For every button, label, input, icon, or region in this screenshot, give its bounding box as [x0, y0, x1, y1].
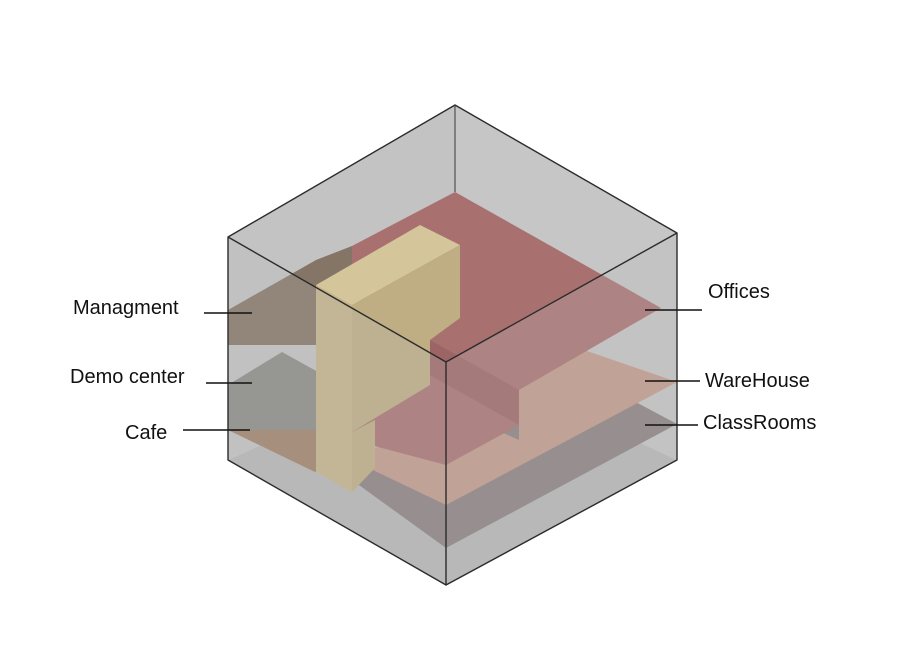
core-front [316, 285, 352, 492]
offices-step-riser [430, 340, 519, 425]
label-managment: Managment [73, 297, 179, 319]
core-lower-side [352, 420, 375, 492]
cube-edge-top-left [227, 236, 447, 363]
core-top [316, 225, 460, 305]
warehouse-floor [352, 350, 677, 505]
cube-edges [227, 104, 678, 586]
managment-floor [228, 246, 352, 345]
leader-lines [183, 309, 702, 431]
label-offices: Offices [708, 281, 770, 303]
cube-front-left-face [228, 237, 446, 585]
cube-edge-top-right [445, 232, 678, 363]
label-cafe: Cafe [125, 422, 167, 444]
label-classrooms: ClassRooms [703, 412, 816, 434]
cube-front-right-face [446, 233, 677, 585]
label-warehouse: WareHouse [705, 370, 810, 392]
demo-center-floor [228, 352, 318, 430]
label-demo-center: Demo center [70, 366, 185, 388]
cube-front [228, 233, 677, 585]
labels: Managment Demo center Cafe Offices WareH… [70, 281, 816, 444]
